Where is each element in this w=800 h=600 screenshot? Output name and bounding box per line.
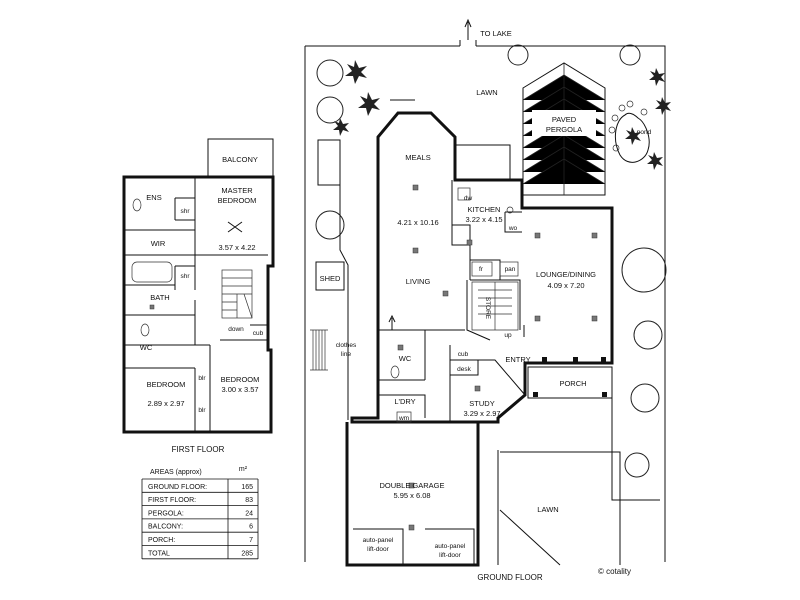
watermark: © cotality bbox=[598, 567, 631, 576]
garage-door-2-label: auto-panel bbox=[435, 543, 466, 550]
cub-label: cub bbox=[253, 330, 264, 337]
garage-dimensions: 5.95 x 6.08 bbox=[393, 491, 430, 500]
first-floor-title: FIRST FLOOR bbox=[172, 445, 225, 454]
kitchen-dimensions: 3.22 x 4.15 bbox=[465, 215, 502, 224]
site-boundary bbox=[304, 45, 666, 562]
master-bedroom-label-2: BEDROOM bbox=[218, 196, 257, 205]
pond-label: pond bbox=[637, 129, 652, 136]
lounge-dining-dimensions: 4.09 x 7.20 bbox=[547, 281, 584, 290]
porch-label: PORCH bbox=[559, 379, 586, 388]
areas-header: AREAS (approx) bbox=[150, 469, 202, 476]
house-walls bbox=[350, 111, 614, 424]
laundry-label: L'DRY bbox=[394, 397, 415, 406]
pond-outline bbox=[614, 112, 650, 163]
bath-label: BATH bbox=[150, 293, 169, 302]
areas-table: AREAS (approx) m² GROUND FLOOR: 165FIRST … bbox=[141, 466, 259, 560]
meals-label: MEALS bbox=[405, 153, 430, 162]
landscape-trees bbox=[315, 44, 671, 478]
fr-label: fr bbox=[479, 266, 484, 273]
areas-row-label: PERGOLA: bbox=[148, 510, 184, 517]
kitchen-label: KITCHEN bbox=[468, 205, 501, 214]
shr-label-top: shr bbox=[180, 208, 190, 215]
master-bedroom-dimensions: 3.57 x 4.22 bbox=[218, 243, 255, 252]
stairs-down-label: down bbox=[228, 326, 244, 333]
clothes-line-label-2: line bbox=[341, 351, 352, 358]
areas-row-value: 24 bbox=[245, 510, 253, 517]
to-lake-label: TO LAKE bbox=[480, 29, 512, 38]
areas-row-value: 6 bbox=[249, 524, 253, 531]
garage-door-1-label-2: lift-door bbox=[367, 546, 390, 553]
garage-walls bbox=[345, 422, 480, 567]
areas-row-value: 7 bbox=[249, 537, 253, 544]
garage-label: DOUBLE GARAGE bbox=[379, 481, 444, 490]
areas-row-label: BALCONY: bbox=[148, 524, 183, 531]
paved-pergola bbox=[522, 62, 606, 196]
wir-label: WIR bbox=[151, 239, 166, 248]
areas-row-label: GROUND FLOOR: bbox=[148, 484, 207, 491]
garage-door-1-label: auto-panel bbox=[363, 537, 394, 544]
clothes-line-label: clothes bbox=[336, 342, 357, 349]
wm-label: wm bbox=[398, 415, 409, 422]
dw-label: dw bbox=[464, 195, 473, 202]
bedroom-3-dimensions: 3.00 x 3.57 bbox=[221, 385, 258, 394]
areas-row-value: 165 bbox=[241, 484, 253, 491]
first-floor-walls bbox=[122, 175, 275, 434]
areas-row-value: 83 bbox=[245, 497, 253, 504]
wc-ground-label: WC bbox=[399, 354, 412, 363]
cub-ground-label: cub bbox=[458, 351, 469, 358]
balcony-label: BALCONY bbox=[222, 155, 258, 164]
living-dimensions: 4.21 x 10.16 bbox=[397, 218, 438, 227]
bedroom-3-label: BEDROOM bbox=[221, 375, 260, 384]
ens-label: ENS bbox=[146, 193, 161, 202]
shed-label: SHED bbox=[320, 274, 341, 283]
store-label: STORE bbox=[484, 297, 491, 320]
shed-outline bbox=[315, 261, 345, 291]
shr-label-bottom: shr bbox=[180, 273, 190, 280]
ground-floor-stairs bbox=[471, 281, 519, 331]
wc-label: WC bbox=[140, 343, 153, 352]
blr-label-1: blr bbox=[198, 375, 206, 382]
paved-pergola-label: PAVED bbox=[552, 115, 577, 124]
paved-pergola-label-2: PERGOLA bbox=[546, 125, 582, 134]
areas-unit: m² bbox=[239, 466, 248, 473]
areas-row-value: 285 bbox=[241, 550, 253, 557]
blr-label-2: blr bbox=[198, 407, 206, 414]
bedroom-2-label: BEDROOM bbox=[147, 380, 186, 389]
areas-row-label: PORCH: bbox=[148, 537, 175, 544]
desk-label: desk bbox=[457, 366, 471, 373]
study-label: STUDY bbox=[469, 399, 494, 408]
wo-label: wo bbox=[508, 225, 518, 232]
bedroom-2-dimensions: 2.89 x 2.97 bbox=[147, 399, 184, 408]
ground-floor-plan: TO LAKE LAWN PAVED PERGOLA pond bbox=[304, 18, 671, 582]
areas-row-label: TOTAL bbox=[148, 550, 170, 557]
areas-row-label: FIRST FLOOR: bbox=[148, 497, 196, 504]
master-bedroom-label: MASTER bbox=[221, 186, 253, 195]
study-dimensions: 3.29 x 2.97 bbox=[463, 409, 500, 418]
lawn-bottom-label: LAWN bbox=[537, 505, 558, 514]
pan-label: pan bbox=[505, 266, 516, 273]
first-floor-stairs bbox=[221, 269, 253, 319]
first-floor-plan: BALCONY ENS shr MASTER BEDROOM 3.57 x 4.… bbox=[122, 138, 275, 454]
entry-label: ENTRY bbox=[505, 355, 530, 364]
garage-door-2-label-2: lift-door bbox=[439, 552, 462, 559]
ground-floor-title: GROUND FLOOR bbox=[477, 573, 543, 582]
living-label: LIVING bbox=[406, 277, 431, 286]
lawn-top-label: LAWN bbox=[476, 88, 497, 97]
up-label: up bbox=[504, 332, 512, 339]
lounge-dining-label: LOUNGE/DINING bbox=[536, 270, 596, 279]
